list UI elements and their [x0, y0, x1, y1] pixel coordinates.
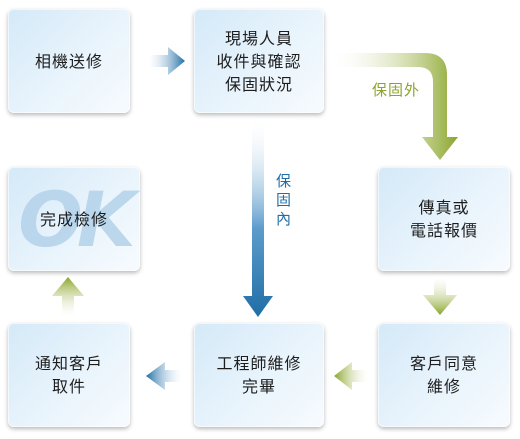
- node-repair-done: 工程師維修 完畢: [194, 323, 324, 427]
- node-notify: 通知客戶 取件: [8, 323, 130, 427]
- node-customer-agree-label: 客戶同意 維修: [409, 354, 478, 396]
- node-customer-agree: 客戶同意 維修: [378, 323, 510, 427]
- edge-label-in-warranty: 保固內: [274, 173, 292, 230]
- node-quote: 傳真或 電話報價: [378, 167, 510, 271]
- arrow-send-to-staff: [148, 47, 185, 75]
- node-staff-receive-label: 現場人員 收件與確認 保固狀況: [216, 28, 302, 94]
- node-complete: OK 完成檢修: [8, 167, 140, 271]
- arrow-agree-to-repair: [334, 362, 368, 390]
- arrow-notify-to-complete: [52, 277, 84, 316]
- node-repair-done-label: 工程師維修 完畢: [216, 354, 302, 396]
- arrow-repair-to-notify: [146, 362, 182, 390]
- node-notify-label: 通知客戶 取件: [34, 354, 103, 396]
- node-send-in: 相機送修: [8, 9, 130, 113]
- node-quote-label: 傳真或 電話報價: [409, 198, 478, 240]
- node-complete-label: 完成檢修: [39, 209, 108, 229]
- edge-label-out-of-warranty: 保固外: [372, 81, 421, 99]
- node-staff-receive: 現場人員 收件與確認 保固狀況: [194, 9, 324, 113]
- node-send-in-label: 相機送修: [34, 51, 103, 71]
- arrow-in-warranty: [243, 120, 273, 317]
- ok-watermark: OK: [18, 174, 136, 264]
- arrow-out-of-warranty: [334, 53, 458, 160]
- arrow-quote-to-agree: [423, 277, 457, 315]
